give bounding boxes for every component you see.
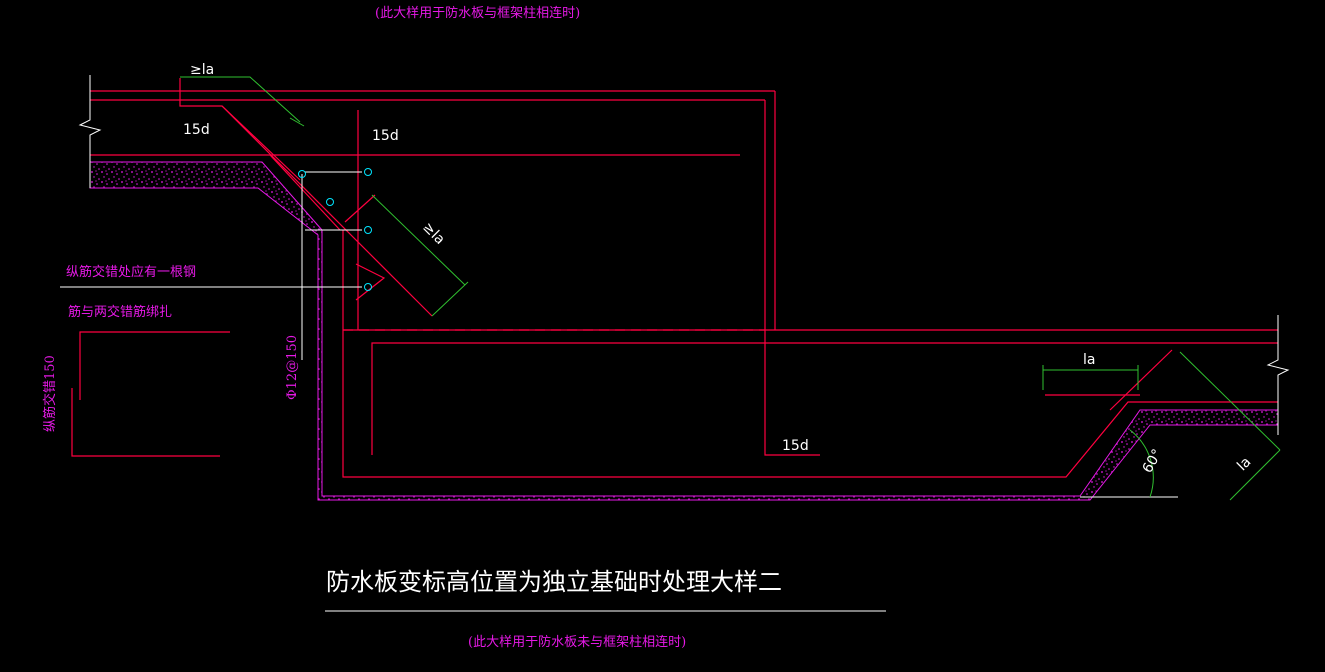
label-la-diag: ≥la: [419, 219, 447, 247]
rebar-diag-1: [221, 105, 433, 317]
dim-la-right-diag-2: [1229, 449, 1281, 501]
dim-la-diag: [371, 194, 466, 286]
label-la-right-diag: la: [1234, 454, 1254, 474]
rebar-anchor-triangle: [355, 263, 386, 301]
rebar-diag-3: [269, 154, 341, 231]
label-stirrup: Φ12@150: [285, 335, 300, 400]
concrete-section: [89, 161, 1279, 501]
dim-angle-arc: [1129, 429, 1154, 498]
rebar-left-detail-2: [71, 388, 220, 457]
drawing-title: 防水板变标高位置为独立基础时处理大样二: [326, 568, 782, 596]
rebar-bent-top: [179, 78, 301, 181]
rebar-bottom-inner: [371, 342, 1278, 455]
rebar-column-inner: [764, 100, 820, 456]
rebar-dot-1: [364, 168, 372, 176]
break-mark-right: [1266, 315, 1290, 435]
label-15d-1: 15d: [183, 122, 210, 138]
rebar-diag-2: [344, 194, 376, 223]
label-angle: 60°: [1140, 447, 1166, 477]
dim-la-right-diag: [1179, 351, 1281, 451]
rebar-bottom-outer: [342, 230, 1278, 478]
dimension-lines: [180, 76, 1281, 501]
note-line-2: 筋与两交错筋绑扎: [68, 304, 172, 320]
rebar-dot-4: [364, 226, 372, 234]
label-la-top: ≥la: [190, 62, 214, 78]
rebar-left-detail: [79, 331, 230, 400]
rebar-dots: [298, 168, 372, 291]
rebar-right-diag: [1109, 349, 1173, 411]
note-line-1: 纵筋交错处应有一根钢: [66, 264, 196, 280]
break-mark-left: [78, 75, 102, 188]
dim-la-top-tick: [289, 117, 305, 127]
bottom-note: (此大样用于防水板未与框架柱相连时): [468, 634, 686, 650]
rebar-lines: [71, 78, 1278, 478]
label-la-right: la: [1083, 352, 1095, 368]
label-15d-2: 15d: [372, 128, 399, 144]
label-vertical-note: 纵筋交错150: [42, 355, 58, 432]
dim-la-top: [180, 76, 301, 123]
break-lines: [60, 75, 1290, 612]
rebar-dot-3: [326, 198, 334, 206]
concrete-slab-left: [89, 161, 1279, 501]
rebar-dot-2: [298, 170, 306, 178]
rebar-dot-5: [364, 283, 372, 291]
dim-la-diag-ext: [431, 281, 469, 317]
top-note: (此大样用于防水板与框架柱相连时): [375, 5, 580, 21]
label-15d-3: 15d: [782, 438, 809, 454]
